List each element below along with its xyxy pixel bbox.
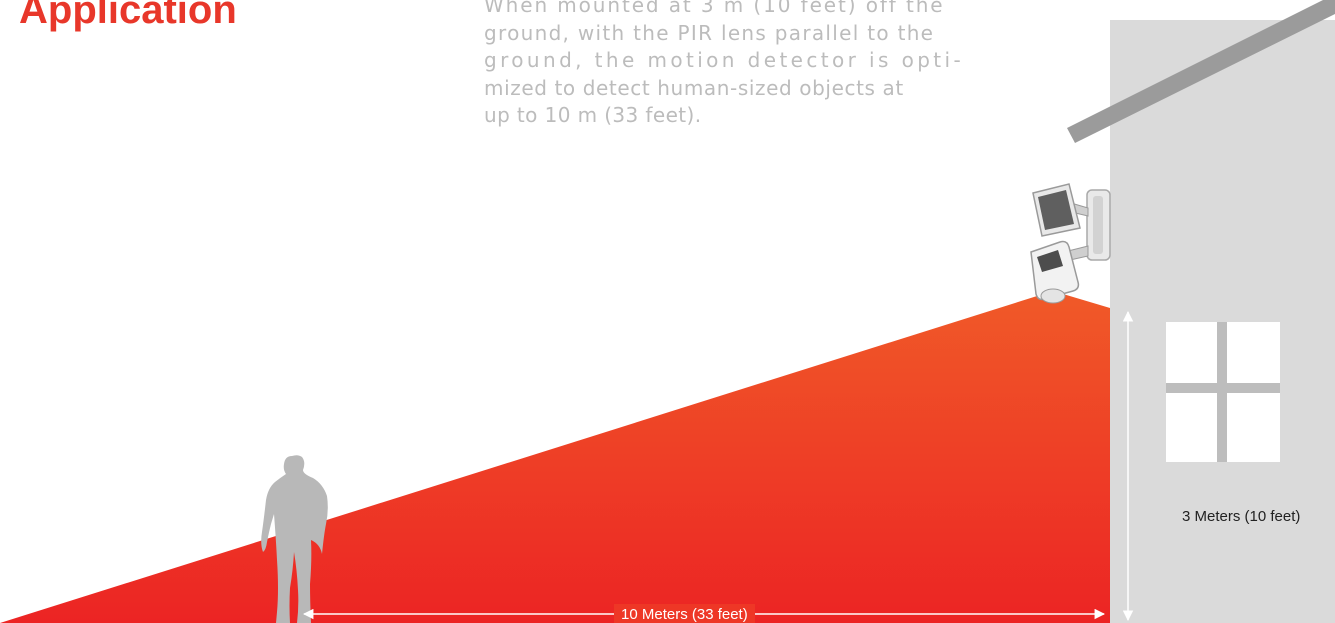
description-text: When mounted at 3 m (10 feet) off the gr… [484,0,994,130]
roof-line [1067,0,1335,143]
description-line: up to 10 m (33 feet). [484,103,702,127]
person-silhouette-icon [261,455,328,623]
description-line: When mounted at 3 m (10 feet) off the [484,0,945,17]
description-line: ground, the motion detector is opti- [484,48,965,72]
house-wall [1110,20,1335,623]
house [1067,0,1335,623]
section-heading: Application [19,0,237,32]
floodlight-camera-icon [1030,183,1111,304]
description-line: mized to detect human-sized objects at [484,75,904,100]
horizontal-distance-label: 10 Meters (33 feet) [614,604,755,623]
description-line: ground, with the PIR lens parallel to th… [484,20,935,45]
window-icon [1166,322,1280,462]
detection-zone [0,291,1110,623]
mount-height-label: 3 Meters (10 feet) [1182,508,1301,525]
